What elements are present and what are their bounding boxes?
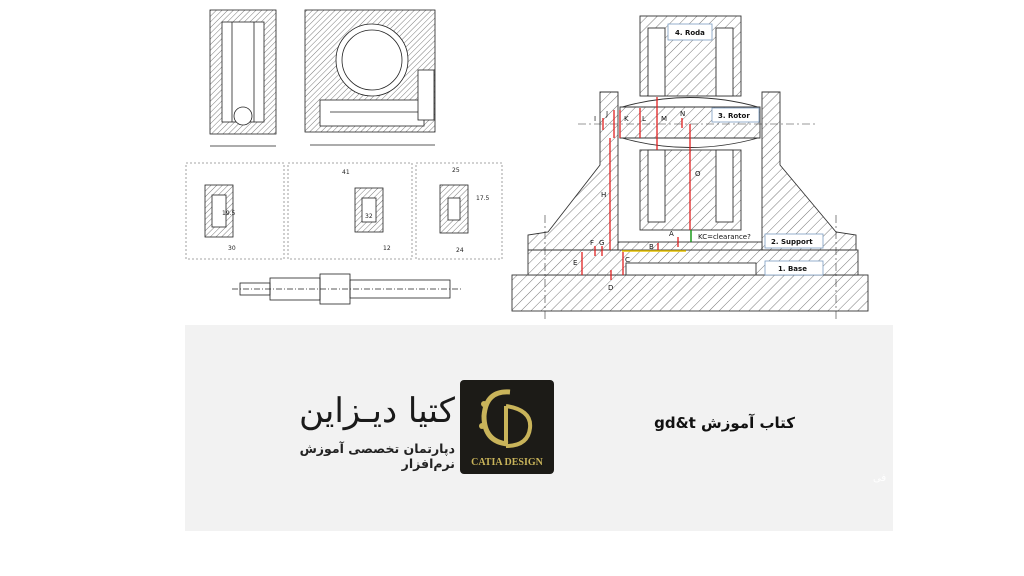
dim-letter: O (695, 170, 701, 178)
dim-letter: L (642, 115, 646, 123)
shaft-drawing (232, 273, 462, 305)
support-left (527, 91, 619, 251)
dim-label: 19.5 (222, 210, 236, 217)
dim-letter: C (625, 256, 630, 264)
dim-label: 17.5 (476, 195, 490, 202)
dim-letter: G (599, 239, 604, 247)
dim-letter: F (590, 239, 594, 247)
technical-drawings: 19.5 30 41 32 12 25 17.5 24 (185, 9, 869, 320)
part-drawings: 19.5 30 41 32 12 25 17.5 24 (185, 9, 503, 305)
roda-label-box (667, 23, 713, 41)
dim-letter: H (601, 191, 606, 199)
logo-text: CATIA DESIGN (471, 457, 543, 468)
dim-label: 32 (365, 213, 373, 220)
faint-mark: فی (873, 473, 887, 484)
dimension-arrows (581, 97, 691, 280)
support-right (761, 91, 857, 251)
housing-section-view (304, 9, 436, 146)
housing-side-view (209, 9, 277, 147)
dim-label: 41 (342, 169, 350, 176)
part-label-roda: 4. Roda (675, 29, 705, 37)
dim-letter: B (649, 243, 654, 251)
dim-label: 12 (383, 245, 391, 252)
rotor-label-box (711, 107, 760, 123)
support-label-box (764, 233, 824, 249)
monogram-icon (479, 389, 533, 448)
brand-name: کتیا دیـزاین (299, 391, 455, 431)
catia-design-logo: CATIA DESIGN (460, 380, 554, 474)
brand-subtitle: دپارتمان تخصصی آموزش نرم‌افزار (299, 441, 455, 471)
assembly-drawing: 4. Roda 3. Rotor 2. Support 1. Base KC=c… (511, 15, 869, 320)
book-title: کتاب آموزش gd&t (654, 414, 795, 432)
dim-letter: E (573, 259, 577, 267)
detail-parts (204, 184, 469, 238)
dim-label: 30 (228, 245, 236, 252)
promo-banner: کتیا دیـزاین دپارتمان تخصصی آموزش نرم‌اف… (185, 325, 893, 531)
dim-letter: A (669, 230, 674, 238)
dim-letter: D (608, 284, 613, 292)
dim-letter: I (594, 115, 596, 123)
dim-letter: J (605, 110, 608, 118)
detail-views (185, 162, 503, 260)
part-label-support: 2. Support (771, 238, 813, 246)
base-label-box (764, 260, 824, 276)
dim-letter: M (661, 115, 667, 123)
dim-label: 25 (452, 167, 460, 174)
part-label-rotor: 3. Rotor (718, 112, 750, 120)
dim-letter: K (624, 115, 629, 123)
part-label-base: 1. Base (778, 265, 807, 273)
base-part (511, 274, 869, 312)
dim-label: 24 (456, 247, 464, 254)
clearance-label: KC=clearance? (698, 233, 751, 241)
dim-letter: N (680, 110, 685, 118)
